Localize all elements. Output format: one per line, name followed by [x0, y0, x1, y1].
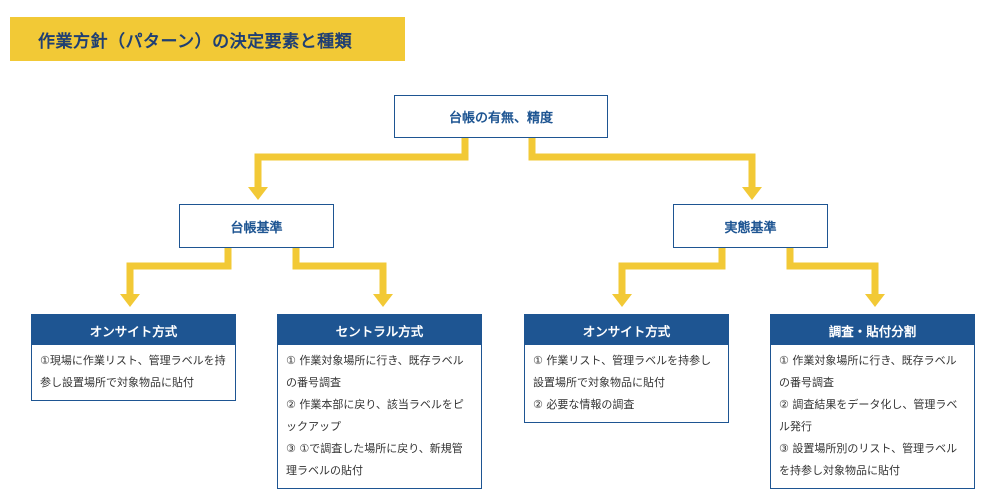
connector-actual-to-split	[786, 248, 879, 296]
method-step: ② 調査結果をデータ化し、管理ラベル発行	[779, 398, 958, 433]
branch-node-actual-basis: 実態基準	[673, 204, 828, 248]
method-card-central: セントラル方式 ① 作業対象場所に行き、既存ラベルの番号調査 ② 作業本部に戻り…	[277, 314, 482, 489]
method-card-body: ① 作業対象場所に行き、既存ラベルの番号調査 ② 調査結果をデータ化し、管理ラベ…	[771, 345, 974, 488]
method-card-title: セントラル方式	[278, 315, 481, 345]
arrowhead-icon	[612, 294, 632, 307]
connector-actual-to-onsite	[618, 248, 726, 296]
method-step: ③ ①で調査した場所に戻り、新規管理ラベルの貼付	[286, 442, 463, 477]
connector-root-to-actual	[528, 138, 756, 189]
method-card-survey-split: 調査・貼付分割 ① 作業対象場所に行き、既存ラベルの番号調査 ② 調査結果をデー…	[770, 314, 975, 489]
method-card-body: ① 作業リスト、管理ラベルを持参し設置場所で対象物品に貼付 ② 必要な情報の調査	[525, 345, 728, 422]
connector-root-to-ledger	[254, 138, 469, 189]
method-step: ① 作業リスト、管理ラベルを持参し設置場所で対象物品に貼付	[533, 354, 712, 389]
root-node: 台帳の有無、精度	[394, 95, 608, 138]
arrowhead-icon	[120, 294, 140, 307]
method-step: ① 作業対象場所に行き、既存ラベルの番号調査	[779, 354, 957, 389]
method-step: ② 必要な情報の調査	[533, 398, 635, 411]
method-card-ledger-onsite: オンサイト方式 ①現場に作業リスト、管理ラベルを持参し設置場所で対象物品に貼付	[31, 314, 236, 401]
method-card-body: ①現場に作業リスト、管理ラベルを持参し設置場所で対象物品に貼付	[32, 345, 235, 400]
connector-ledger-to-onsite	[126, 248, 232, 296]
arrowhead-icon	[742, 187, 762, 200]
branch-node-ledger-basis: 台帳基準	[179, 204, 334, 248]
page-title: 作業方針（パターン）の決定要素と種類	[10, 17, 405, 61]
method-step: ② 作業本部に戻り、該当ラベルをピックアップ	[286, 398, 464, 433]
method-card-title: オンサイト方式	[32, 315, 235, 345]
method-card-title: オンサイト方式	[525, 315, 728, 345]
method-card-body: ① 作業対象場所に行き、既存ラベルの番号調査 ② 作業本部に戻り、該当ラベルをピ…	[278, 345, 481, 488]
method-card-title: 調査・貼付分割	[771, 315, 974, 345]
arrowhead-icon	[248, 187, 268, 200]
arrowhead-icon	[373, 294, 393, 307]
method-card-actual-onsite: オンサイト方式 ① 作業リスト、管理ラベルを持参し設置場所で対象物品に貼付 ② …	[524, 314, 729, 423]
arrowhead-icon	[865, 294, 885, 307]
method-step: ①現場に作業リスト、管理ラベルを持参し設置場所で対象物品に貼付	[40, 354, 226, 389]
connector-ledger-to-central	[292, 248, 387, 296]
method-step: ① 作業対象場所に行き、既存ラベルの番号調査	[286, 354, 464, 389]
method-step: ③ 設置場所別のリスト、管理ラベルを持参し対象物品に貼付	[779, 442, 958, 477]
